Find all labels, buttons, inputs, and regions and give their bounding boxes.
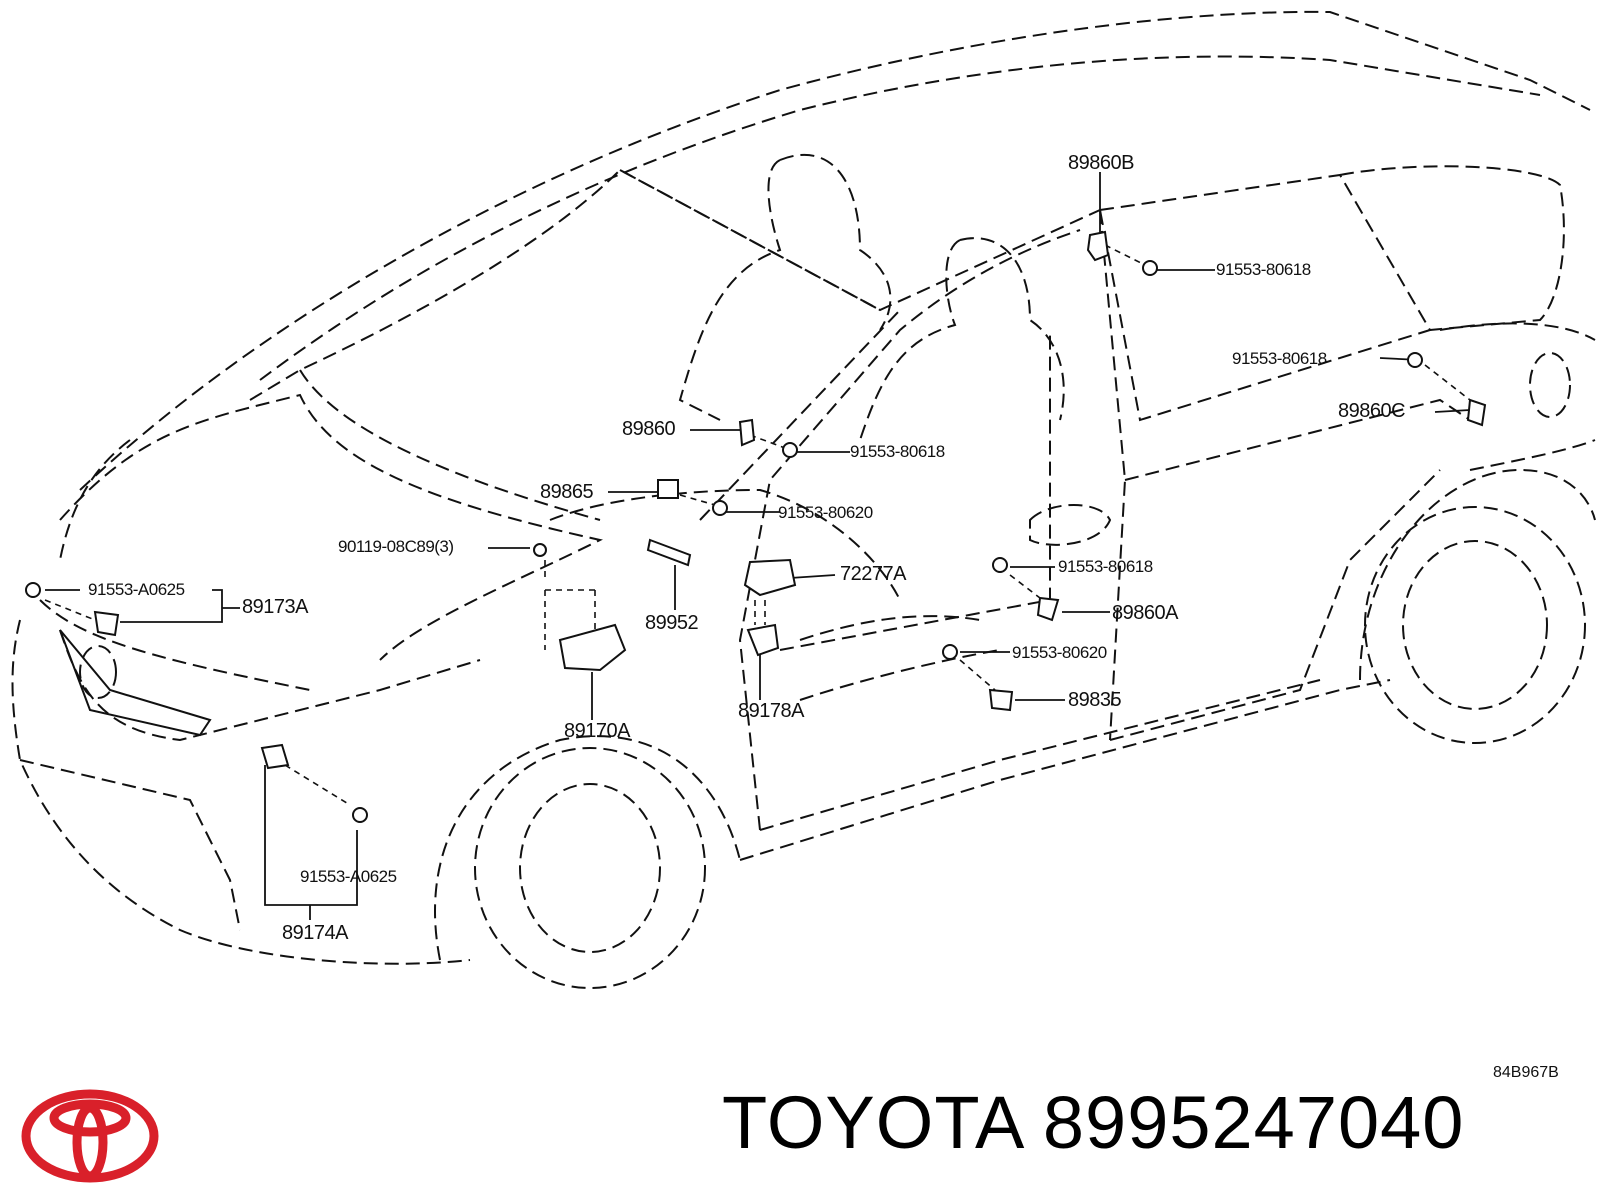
bolt-91553-80618-b (1407, 352, 1423, 368)
leader-lines (44, 172, 1471, 920)
callout-91553-A0625-a: 91553-A0625 (88, 580, 185, 599)
callout-89178A: 89178A (738, 700, 804, 722)
callout-89173A: 89173A (242, 596, 308, 618)
callout-90119-08C89: 90119-08C89(3) (338, 537, 454, 556)
callout-89952: 89952 (645, 612, 699, 634)
callout-91553-80620-b: 91553-80620 (1012, 643, 1107, 662)
callout-91553-80618-b: 91553-80618 (1232, 349, 1327, 368)
callout-89865: 89865 (540, 481, 594, 503)
sensor-89860B (1086, 230, 1110, 262)
callout-91553-80618-c: 91553-80618 (850, 442, 945, 461)
bolt-91553-80618-a (1142, 260, 1158, 276)
bolt-91553-80620-a (712, 500, 728, 516)
parts (25, 230, 1487, 823)
module-89170A (558, 623, 627, 672)
callout-89860A: 89860A (1112, 602, 1178, 624)
callout-89860: 89860 (622, 418, 676, 440)
callout-91553-A0625-b: 91553-A0625 (300, 867, 397, 886)
diagram-reference-code: 84B967B (1493, 1064, 1559, 1081)
bolt-91553-A0625-a (25, 582, 41, 598)
bolt-91553-A0625-b (352, 807, 368, 823)
callout-89174A: 89174A (282, 922, 348, 944)
bolt-90119 (533, 543, 547, 557)
callout-91553-80618-d: 91553-80618 (1058, 557, 1153, 576)
brand-name: TOYOTA (722, 1081, 1022, 1164)
brand-and-part-number: TOYOTA 8995247040 (722, 1080, 1464, 1165)
callout-89860B: 89860B (1068, 152, 1134, 174)
sensor-89174A (260, 743, 290, 770)
callout-89170A: 89170A (564, 720, 630, 742)
callout-89860C: 89860C (1338, 400, 1406, 422)
sensor-89178A (746, 623, 780, 657)
sensor-89173A (93, 610, 120, 637)
car-body-outline (11, 10, 1596, 989)
sensor-89860A (1036, 596, 1060, 622)
part-number: 8995247040 (1042, 1081, 1465, 1164)
bolt-91553-80618-c (782, 442, 798, 458)
sensor-89835 (988, 688, 1014, 712)
toyota-logo (21, 1089, 159, 1183)
sensor-89860 (738, 418, 756, 447)
sensor-89865 (657, 479, 679, 499)
bolt-91553-80618-d (992, 557, 1008, 573)
sensor-89860C (1466, 398, 1487, 427)
callout-91553-80620-a: 91553-80620 (778, 503, 873, 522)
module-89952 (646, 538, 692, 567)
callout-91553-80618-a: 91553-80618 (1216, 260, 1311, 279)
bolt-91553-80620-b (942, 644, 958, 660)
callout-89835: 89835 (1068, 689, 1122, 711)
callout-72277A: 72277A (840, 563, 906, 585)
module-72277A (743, 558, 797, 597)
